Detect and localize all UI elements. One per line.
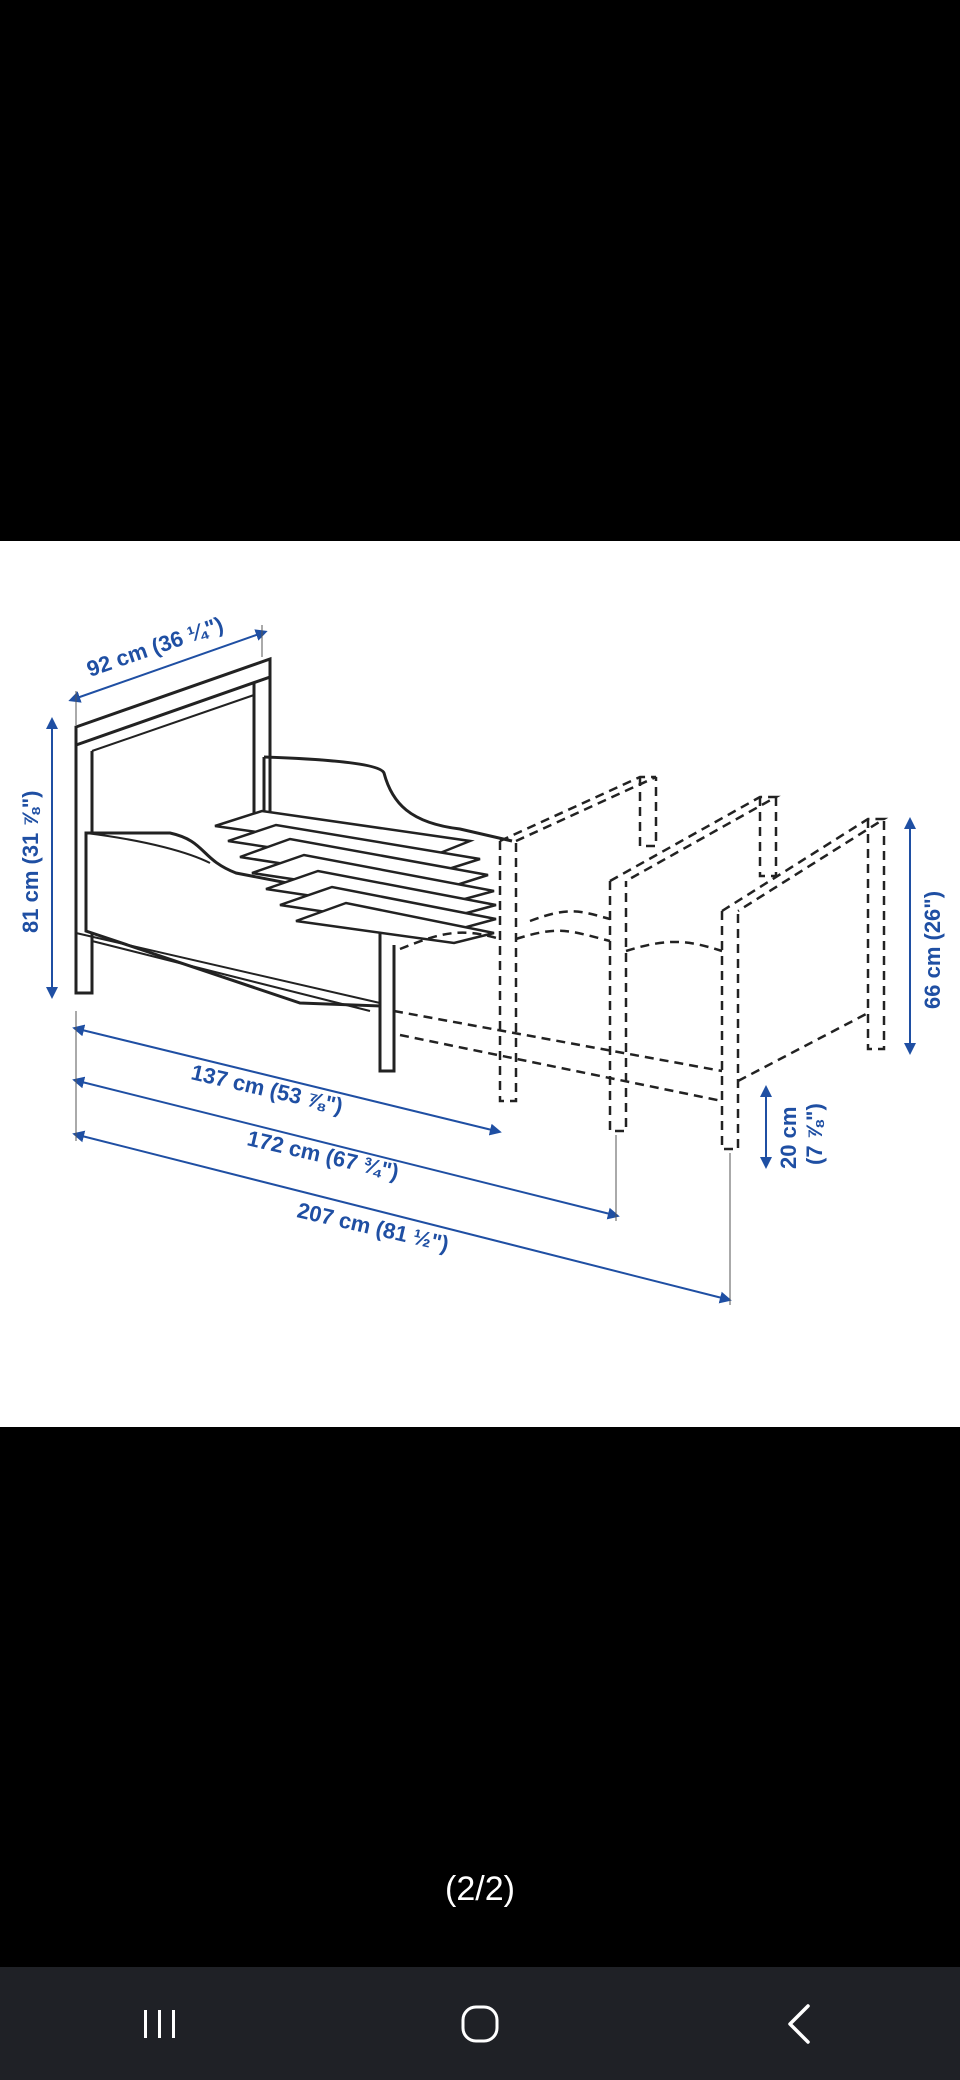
dim-length-mid-label: 172 cm (67 ¾") bbox=[245, 1126, 401, 1185]
dim-height-label: 81 cm (31 ⅞") bbox=[18, 790, 43, 933]
page-indicator: (2/2) bbox=[445, 1870, 515, 1908]
back-icon bbox=[788, 2003, 810, 2044]
bed-dimension-drawing: 92 cm (36 ¼") 81 cm (31 ⅞") 137 cm (53 ⅞… bbox=[18, 612, 945, 1305]
system-navigation-bar bbox=[0, 1967, 960, 2080]
dim-length-long-label: 207 cm (81 ½") bbox=[295, 1198, 451, 1257]
bed-frame bbox=[74, 656, 513, 1073]
dim-leg-height-in-label: (7 ⅞") bbox=[802, 1103, 827, 1165]
dim-footboard-height-label: 66 cm (26") bbox=[920, 891, 945, 1009]
home-button[interactable] bbox=[420, 1967, 540, 2080]
product-dimension-image: 92 cm (36 ¼") 81 cm (31 ⅞") 137 cm (53 ⅞… bbox=[0, 541, 960, 1427]
recents-button[interactable] bbox=[100, 1967, 220, 2080]
home-icon bbox=[461, 2005, 499, 2042]
dimension-lines bbox=[46, 625, 916, 1305]
dim-leg-height-label: 20 cm bbox=[776, 1107, 801, 1169]
recents-icon bbox=[144, 2009, 175, 2038]
bed-extension-dashed bbox=[393, 775, 889, 1151]
back-button[interactable] bbox=[740, 1967, 860, 2080]
dim-length-short-label: 137 cm (53 ⅞") bbox=[189, 1060, 345, 1119]
